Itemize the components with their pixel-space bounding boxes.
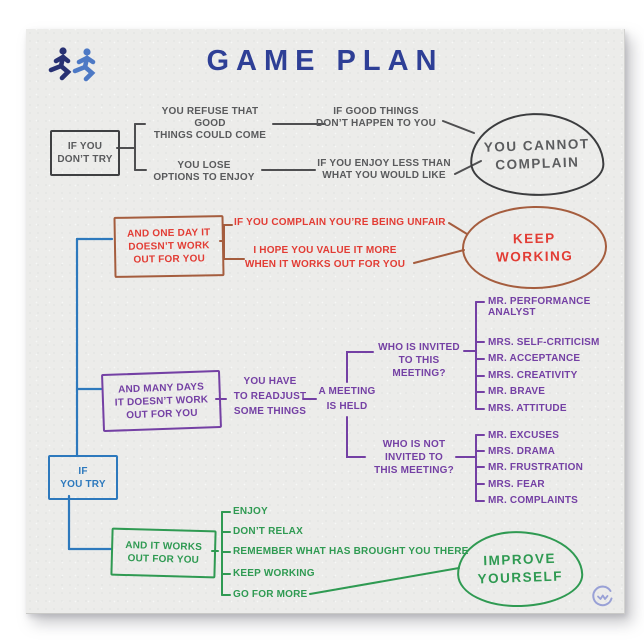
invited-item: MR. ACCEPTANCE xyxy=(488,353,581,364)
invited-item: MRS. ATTITUDE xyxy=(488,403,567,414)
invited-item: MR. PERFORMANCE ANALYST xyxy=(488,296,591,318)
works-item: REMEMBER WHAT HAS BROUGHT YOU THERE xyxy=(233,546,469,557)
not-invited-item: MRS. DRAMA xyxy=(488,446,555,457)
box-many-days-doesnt-work: AND MANY DAYS IT DOESN’T WORK OUT FOR YO… xyxy=(101,369,222,433)
brown-connectors xyxy=(219,222,468,264)
runner-dark xyxy=(48,47,72,81)
cause-refuse-good: YOU REFUSE THAT GOOD THINGS COULD COME xyxy=(153,106,267,141)
works-item: KEEP WORKING xyxy=(233,568,315,579)
watermark-icon xyxy=(592,585,613,607)
effect-good-things: IF GOOD THINGS DON’T HAPPEN TO YOU xyxy=(315,106,437,129)
not-invited-item: MR. COMPLAINTS xyxy=(488,495,579,506)
works-item: DON’T RELAX xyxy=(233,526,303,537)
box-one-day-doesnt-work: AND ONE DAY IT DOESN’T WORK OUT FOR YOU xyxy=(113,215,225,278)
invited-item: MR. BRAVE xyxy=(488,386,546,397)
box-works-out: AND IT WORKS OUT FOR YOU xyxy=(110,527,217,579)
works-item: GO FOR MORE xyxy=(233,589,308,600)
invited-item: MRS. SELF-CRITICISM xyxy=(488,337,600,348)
not-invited-item: MR. EXCUSES xyxy=(488,430,560,441)
note-value-it-more: I HOPE YOU VALUE IT MORE WHEN IT WORKS O… xyxy=(244,245,406,270)
question-who-not-invited: WHO IS NOT INVITED TO THIS MEETING? xyxy=(374,439,454,476)
not-invited-item: MRS. FEAR xyxy=(488,479,545,490)
runner-blue xyxy=(72,48,96,82)
works-item: ENJOY xyxy=(233,506,268,517)
purple-connectors xyxy=(215,301,485,502)
text-readjust: YOU HAVE TO READJUST SOME THINGS xyxy=(233,376,307,417)
text-meeting-held: A MEETING IS HELD xyxy=(318,386,376,412)
not-invited-item: MR. FRUSTRATION xyxy=(488,462,584,473)
root-box-dont-try: IF YOU DON’T TRY xyxy=(50,130,120,176)
invited-item: MRS. CREATIVITY xyxy=(488,370,578,381)
runners-icon xyxy=(48,47,96,82)
poster-background xyxy=(26,29,625,614)
page-title: GAME PLAN xyxy=(206,45,444,77)
gray-connectors xyxy=(116,120,482,175)
question-who-invited: WHO IS INVITED TO THIS MEETING? xyxy=(378,342,460,379)
green-connectors xyxy=(211,511,460,596)
root-box-if-you-try: IF YOU TRY xyxy=(48,455,118,500)
cause-lose-options: YOU LOSE OPTIONS TO ENJOY xyxy=(153,160,255,183)
effect-enjoy-less: IF YOU ENJOY LESS THAN WHAT YOU WOULD LI… xyxy=(317,158,451,181)
note-complain-unfair: IF YOU COMPLAIN YOU’RE BEING UNFAIR xyxy=(234,217,446,228)
blue-trunk-connectors xyxy=(67,237,114,551)
